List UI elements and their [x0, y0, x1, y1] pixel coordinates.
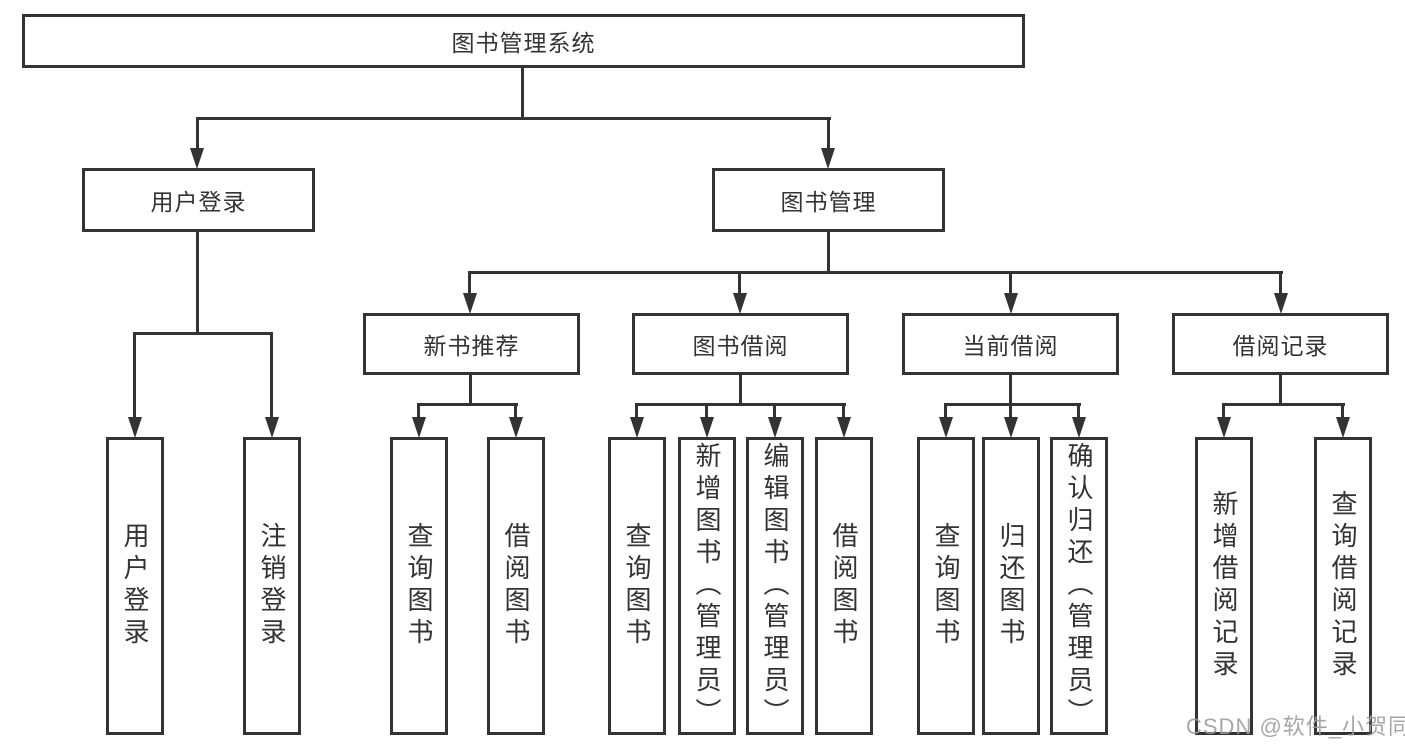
connector-vline [705, 403, 708, 419]
arrow-down-icon [463, 293, 477, 314]
connector-hline [1222, 403, 1345, 406]
node-book-borrowing: 图书借阅 [632, 313, 849, 375]
arrow-down-icon [837, 417, 851, 438]
connector-hline [196, 117, 831, 120]
node-add-borrow-record: 新增借阅记录 [1195, 437, 1253, 735]
node-label: 查询图书 [622, 522, 652, 650]
arrow-down-icon [412, 417, 426, 438]
node-book-management: 图书管理 [712, 168, 945, 232]
node-edit-book-admin: 编辑图书（管理员） [746, 437, 804, 735]
node-library-management-system: 图书管理系统 [22, 14, 1025, 68]
node-user-login: 用户登录 [82, 168, 315, 232]
node-logout-leaf: 注销登录 [243, 437, 301, 735]
node-label: 注销登录 [257, 522, 287, 650]
node-add-book-admin: 新增图书（管理员） [678, 437, 736, 735]
node-borrowing-records: 借阅记录 [1172, 313, 1389, 375]
connector-vline [469, 375, 472, 405]
arrow-down-icon [1072, 417, 1086, 438]
node-return-books: 归还图书 [982, 437, 1040, 735]
connector-vline [270, 332, 273, 419]
connector-vline [1009, 403, 1012, 419]
connector-vline [1009, 375, 1012, 405]
arrow-down-icon [1004, 293, 1018, 314]
connector-hline [133, 332, 273, 335]
connector-vline [1279, 271, 1282, 295]
arrow-down-icon [190, 148, 204, 169]
node-label: 编辑图书（管理员） [760, 442, 790, 730]
node-label: 图书管理 [780, 189, 877, 215]
connector-vline [842, 403, 845, 419]
node-label: 确认归还（管理员） [1064, 442, 1094, 730]
connector-vline [514, 403, 517, 419]
connector-vline [739, 375, 742, 405]
node-label: 新增图书（管理员） [692, 442, 722, 730]
arrow-down-icon [821, 148, 835, 169]
connector-hline [468, 271, 1283, 274]
arrow-down-icon [939, 417, 953, 438]
arrow-down-icon [509, 417, 523, 438]
node-query-books: 查询图书 [917, 437, 975, 735]
node-label: 用户登录 [150, 189, 247, 215]
arrow-down-icon [630, 417, 644, 438]
arrow-down-icon [265, 417, 279, 438]
connector-hline [635, 403, 846, 406]
node-confirm-return-admin: 确认归还（管理员） [1050, 437, 1108, 735]
watermark: CSDN @软件_小贺同学 [1186, 714, 1405, 739]
arrow-down-icon [1336, 417, 1350, 438]
connector-vline [738, 271, 741, 295]
arrow-down-icon [700, 417, 714, 438]
node-borrow-books: 借阅图书 [815, 437, 873, 735]
arrow-down-icon [128, 417, 142, 438]
connector-vline [1077, 403, 1080, 419]
connector-vline [521, 68, 524, 120]
node-new-book-recommendation: 新书推荐 [363, 313, 580, 375]
node-label: 用户登录 [120, 522, 150, 650]
connector-vline [1341, 403, 1344, 419]
arrow-down-icon [733, 293, 747, 314]
node-label: 归还图书 [996, 522, 1026, 650]
node-label: 查询图书 [404, 522, 434, 650]
node-query-books: 查询图书 [608, 437, 666, 735]
connector-vline [773, 403, 776, 419]
connector-vline [944, 403, 947, 419]
connector-vline [1009, 271, 1012, 295]
connector-vline [196, 232, 199, 334]
arrow-down-icon [1217, 417, 1231, 438]
node-label: 图书管理系统 [451, 30, 596, 56]
connector-vline [635, 403, 638, 419]
node-label: 当前借阅 [962, 333, 1059, 359]
arrow-down-icon [1004, 417, 1018, 438]
node-current-borrowing: 当前借阅 [902, 313, 1119, 375]
connector-vline [133, 332, 136, 419]
node-label: 借阅图书 [501, 522, 531, 650]
connector-vline [827, 232, 830, 273]
node-label: 查询图书 [931, 522, 961, 650]
connector-vline [468, 271, 471, 295]
node-label: 新增借阅记录 [1209, 490, 1239, 682]
node-user-login-leaf: 用户登录 [106, 437, 164, 735]
connector-vline [417, 403, 420, 419]
node-query-borrow-record: 查询借阅记录 [1314, 437, 1372, 735]
node-query-books: 查询图书 [390, 437, 448, 735]
connector-vline [196, 117, 199, 150]
node-label: 借阅记录 [1232, 333, 1329, 359]
connector-vline [1279, 375, 1282, 405]
node-label: 查询借阅记录 [1328, 490, 1358, 682]
connector-vline [1222, 403, 1225, 419]
arrow-down-icon [1274, 293, 1288, 314]
node-label: 新书推荐 [423, 333, 520, 359]
node-borrow-books: 借阅图书 [487, 437, 545, 735]
connector-hline [417, 403, 518, 406]
node-label: 图书借阅 [692, 333, 789, 359]
connector-hline [944, 403, 1081, 406]
connector-vline [827, 117, 830, 150]
arrow-down-icon [768, 417, 782, 438]
node-label: 借阅图书 [829, 522, 859, 650]
